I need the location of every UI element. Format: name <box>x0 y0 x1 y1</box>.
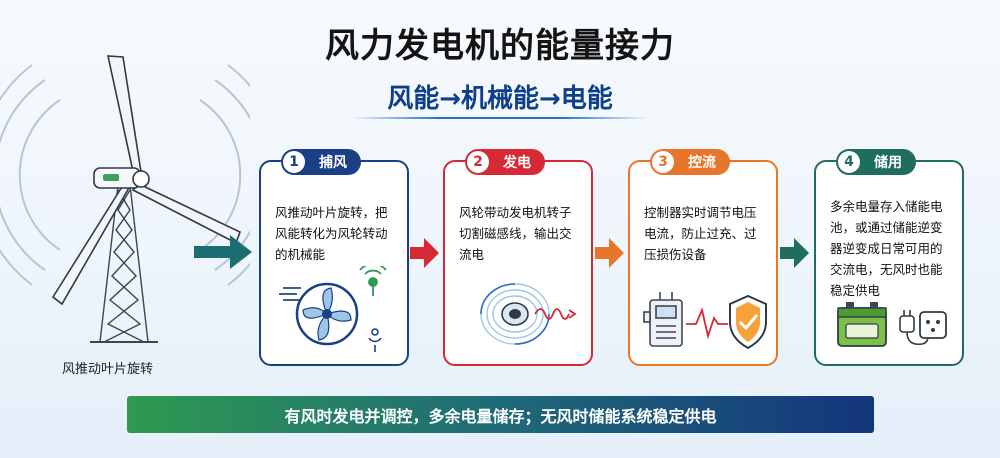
page-title: 风力发电机的能量接力 <box>325 26 675 66</box>
step-card-generate: 2 发电 风轮带动发电机转子切割磁感线，输出交流电 <box>443 149 593 366</box>
step-card-control: 3 控流 控制器实时调节电压电流，防止过充、过压损伤设备 <box>628 149 778 366</box>
fan-rotor-icon <box>279 266 387 352</box>
step-description: 控制器实时调节电压电流，防止过充、过压损伤设备 <box>644 205 757 262</box>
step-header: 2 发电 <box>465 149 545 175</box>
summary-banner: 有风时发电并调控，多余电量储存；无风时储能系统稳定供电 <box>127 396 874 433</box>
controller-shield-icon <box>643 292 767 350</box>
battery-socket-icon <box>837 302 947 347</box>
step-number: 4 <box>838 151 860 173</box>
step-header: 1 捕风 <box>281 149 361 175</box>
arrow-right-icon <box>410 238 439 268</box>
energy-chain-subtitle: 风能→机械能→电能 <box>387 84 613 114</box>
step-description: 多余电量存入储能电池，或通过储能逆变器逆变成日常可用的交流电，无风时也能稳定供电 <box>830 199 943 298</box>
step-description: 风推动叶片旋转，把风能转化为风轮转动的机械能 <box>275 205 388 262</box>
step-label: 控流 <box>688 155 716 171</box>
step-header: 4 储用 <box>836 149 916 175</box>
subtitle-underline <box>350 117 650 119</box>
step-number: 2 <box>467 151 489 173</box>
step-header: 3 控流 <box>650 149 730 175</box>
step-card-capture-wind: 1 捕风 风推动叶片旋转，把风能转化为风轮转动的机械能 <box>259 149 409 366</box>
arrow-right-icon <box>194 235 252 269</box>
step-label: 储用 <box>874 155 902 171</box>
step-label: 发电 <box>503 155 531 171</box>
arrow-right-icon <box>780 238 809 268</box>
step-number: 3 <box>652 151 674 173</box>
step-label: 捕风 <box>319 155 347 171</box>
wind-turbine-illustration <box>0 55 250 343</box>
generator-magnetic-field-icon <box>480 283 577 345</box>
step-description: 风轮带动发电机转子切割磁感线，输出交流电 <box>459 205 572 262</box>
step-number: 1 <box>283 151 305 173</box>
step-card-store-use: 4 储用 多余电量存入储能电池，或通过储能逆变器逆变成日常可用的交流电，无风时也… <box>814 149 964 366</box>
arrow-right-icon <box>595 238 624 268</box>
turbine-caption: 风推动叶片旋转 <box>62 362 154 377</box>
